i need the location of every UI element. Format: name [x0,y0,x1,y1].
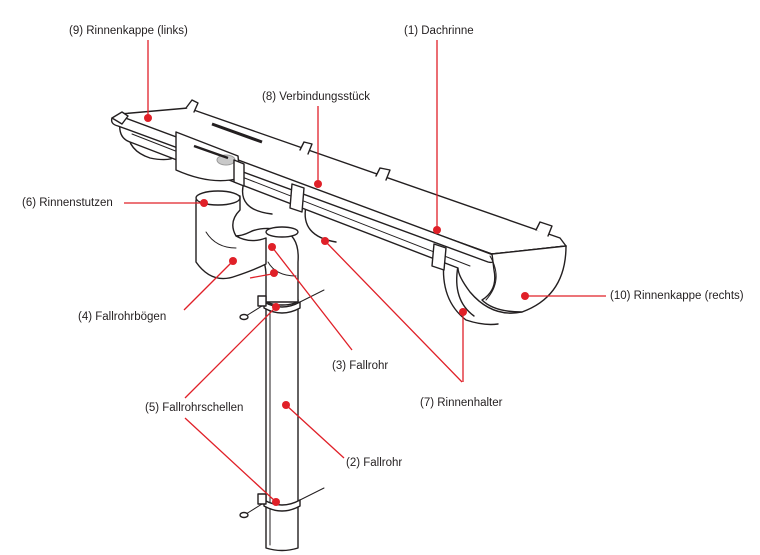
gutter [110,99,567,314]
pipe-clamp-upper [239,289,325,321]
label-verbindungsstueck: (8) Verbindungsstück [262,91,371,103]
label-fallrohrschellen: (5) Fallrohrschellen [145,402,244,414]
label-rinnenkappe-links: (9) Rinnenkappe (links) [69,25,188,37]
downpipe [265,294,299,552]
label-rinnenhalter: (7) Rinnenhalter [420,397,503,409]
label-rinnenkappe-rechts: (10) Rinnenkappe (rechts) [610,290,744,302]
dot-rinnenkappe-links [144,114,152,122]
leader-fallrohr-3 [271,246,353,351]
downpipe-elbows [195,190,299,303]
dot-fallrohrschellen-a [272,303,280,311]
label-rinnenstutzen: (6) Rinnenstutzen [22,197,113,209]
dot-fallrohr-2 [282,401,290,409]
dot-rinnenhalter-b [459,308,467,316]
label-dachrinne: (1) Dachrinne [404,25,474,37]
dot-fallrohr-3 [268,243,276,251]
dot-fallrohrboegen-b [270,269,278,277]
leader-fallrohrboegen-b [249,273,273,279]
leader-rinnenhalter-a [324,240,463,383]
label-fallrohr-3: (3) Fallrohr [332,360,389,372]
dot-verbindungsstueck [314,180,322,188]
leader-lines [124,40,606,503]
leader-fallrohrschellen-b [184,417,277,503]
gutter-connectors [233,159,447,271]
dot-dachrinne [433,226,441,234]
dot-fallrohrboegen-a [229,257,237,265]
leader-fallrohr-2 [285,404,345,459]
dot-rinnenkappe-rechts [521,292,529,300]
callout-dots [144,114,529,506]
leader-fallrohrschellen-a [184,306,277,399]
pipe-clamp-lower [239,487,325,519]
label-fallrohr-2: (2) Fallrohr [346,457,403,469]
dot-rinnenhalter-a [321,237,329,245]
dot-fallrohrschellen-b [272,498,280,506]
label-fallrohrboegen: (4) Fallrohrbögen [78,311,167,323]
leader-fallrohrboegen [183,260,234,311]
dot-rinnenstutzen [200,199,208,207]
